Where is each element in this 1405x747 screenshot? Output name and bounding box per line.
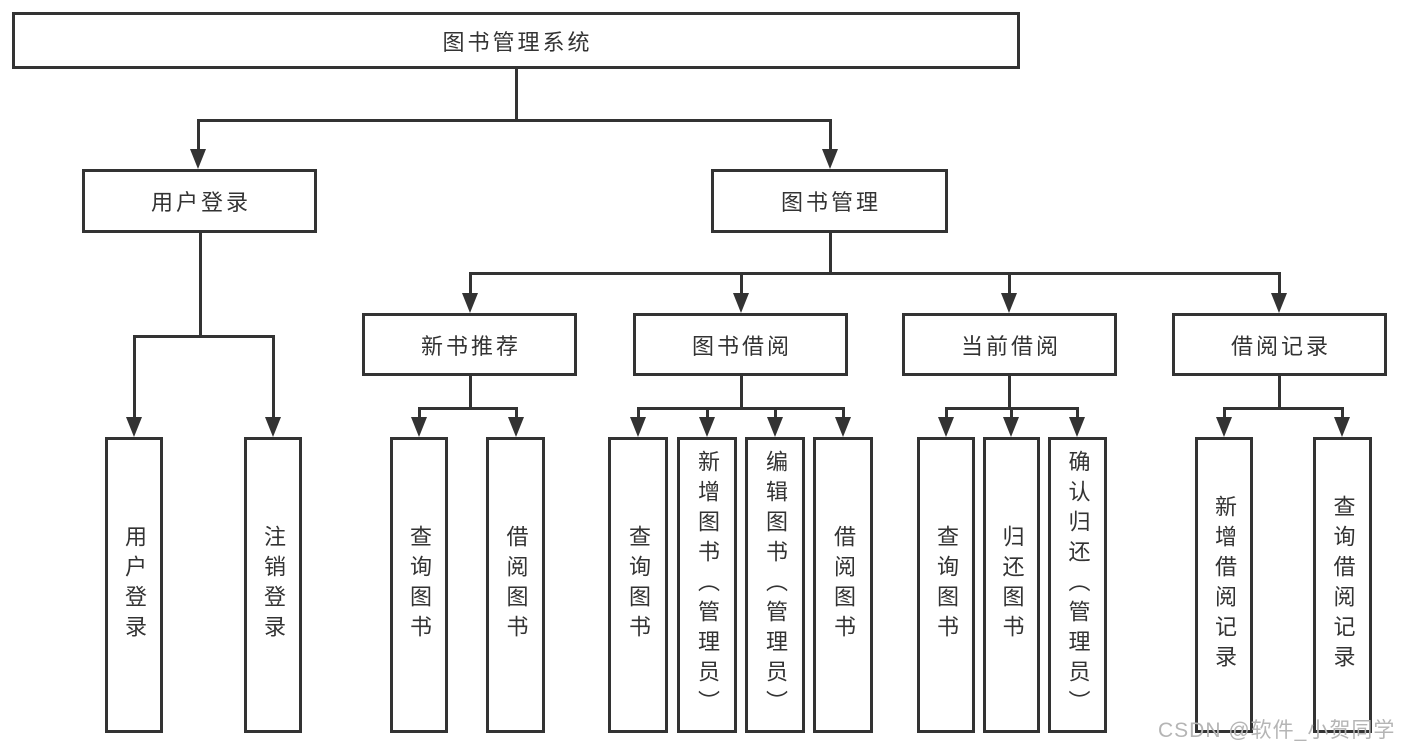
connector-shaft [1340,407,1344,419]
leaf-borrow-books-recommend-label: 借阅图书 [503,525,529,645]
arrow-down-icon [822,149,838,169]
connector-records-stem [1277,376,1281,408]
node-library-system: 图书管理系统 [12,12,1020,69]
connector-login-rail [132,334,275,338]
connector-current-stem [1007,376,1011,408]
leaf-add-book-admin: 新增图书（管理员） [677,437,737,733]
connector-shaft [271,336,275,419]
connector-borrowing-rail [636,406,845,410]
connector-shaft [468,273,472,295]
connector-shaft [1277,273,1281,295]
connector-mgmt-stem [828,233,832,274]
connector-shaft [944,407,948,419]
arrow-down-icon [938,417,954,437]
arrow-down-icon [508,417,524,437]
arrow-down-icon [767,417,783,437]
node-new-book-recommend-label: 新书推荐 [420,333,521,359]
connector-shaft [417,407,421,419]
connector-shaft [514,407,518,419]
arrow-down-icon [462,293,478,313]
connector-shaft [828,120,832,151]
arrow-down-icon [630,417,646,437]
connector-borrowing-stem [739,376,743,408]
leaf-confirm-return-admin: 确认归还（管理员） [1048,437,1107,733]
connector-root-stem [514,68,518,121]
leaf-borrow-books-borrowing: 借阅图书 [813,437,873,733]
connector-shaft [705,407,709,419]
leaf-borrow-books-borrowing-label: 借阅图书 [831,525,856,645]
leaf-edit-book-admin-label: 编辑图书（管理员） [763,450,788,720]
leaf-add-book-admin-label: 新增图书（管理员） [695,450,720,720]
connector-shaft [1075,407,1079,419]
node-library-system-label: 图书管理系统 [442,29,593,55]
leaf-return-book: 归还图书 [983,437,1040,733]
arrow-down-icon [835,417,851,437]
leaf-logout-label: 注销登录 [261,525,286,645]
leaf-query-books-borrowing: 查询图书 [608,437,668,733]
connector-shaft [1007,273,1011,295]
leaf-query-books-current-label: 查询图书 [934,525,959,645]
connector-recommend-stem [468,376,472,408]
leaf-query-borrow-record-label: 查询借阅记录 [1330,495,1356,675]
arrow-down-icon [190,149,206,169]
arrow-down-icon [733,293,749,313]
arrow-down-icon [1334,417,1350,437]
node-borrowing-records-label: 借阅记录 [1230,333,1331,359]
connector-shaft [636,407,640,419]
arrow-down-icon [1069,417,1085,437]
node-user-login: 用户登录 [82,169,317,233]
connector-shaft [739,273,743,295]
connector-shaft [1222,407,1226,419]
connector-login-stem [198,233,202,337]
arrow-down-icon [265,417,281,437]
node-borrowing-records: 借阅记录 [1172,313,1387,376]
leaf-borrow-books-recommend: 借阅图书 [486,437,545,733]
connector-shaft [132,336,136,419]
leaf-query-books-recommend: 查询图书 [390,437,448,733]
arrow-down-icon [1216,417,1232,437]
leaf-user-login-label: 用户登录 [122,525,147,645]
connector-shaft [1009,407,1013,419]
leaf-query-books-recommend-label: 查询图书 [407,525,432,645]
node-book-borrowing-label: 图书借阅 [691,333,792,359]
node-user-login-label: 用户登录 [150,190,251,215]
leaf-query-books-borrowing-label: 查询图书 [626,525,651,645]
leaf-logout: 注销登录 [244,437,302,733]
csdn-watermark: CSDN @软件_小贺同学 [1158,719,1396,742]
connector-mgmt-rail [468,271,1281,275]
connector-root-rail [196,118,832,122]
connector-records-rail [1222,406,1344,410]
leaf-confirm-return-admin-label: 确认归还（管理员） [1065,450,1091,720]
node-current-borrowing: 当前借阅 [902,313,1117,376]
connector-shaft [773,407,777,419]
leaf-query-borrow-record: 查询借阅记录 [1313,437,1372,733]
arrow-down-icon [1271,293,1287,313]
leaf-return-book-label: 归还图书 [999,525,1025,645]
leaf-add-borrow-record-label: 新增借阅记录 [1212,495,1237,675]
arrow-down-icon [411,417,427,437]
connector-shaft [841,407,845,419]
connector-recommend-rail [417,406,518,410]
node-book-borrowing: 图书借阅 [633,313,848,376]
arrow-down-icon [1001,293,1017,313]
node-current-borrowing-label: 当前借阅 [960,333,1061,359]
connector-shaft [196,120,200,151]
arrow-down-icon [1003,417,1019,437]
node-new-book-recommend: 新书推荐 [362,313,577,376]
leaf-edit-book-admin: 编辑图书（管理员） [745,437,805,733]
leaf-user-login: 用户登录 [105,437,163,733]
leaf-add-borrow-record: 新增借阅记录 [1195,437,1253,733]
arrow-down-icon [126,417,142,437]
leaf-query-books-current: 查询图书 [917,437,975,733]
node-book-management-label: 图书管理 [780,190,881,215]
arrow-down-icon [699,417,715,437]
node-book-management: 图书管理 [711,169,948,233]
